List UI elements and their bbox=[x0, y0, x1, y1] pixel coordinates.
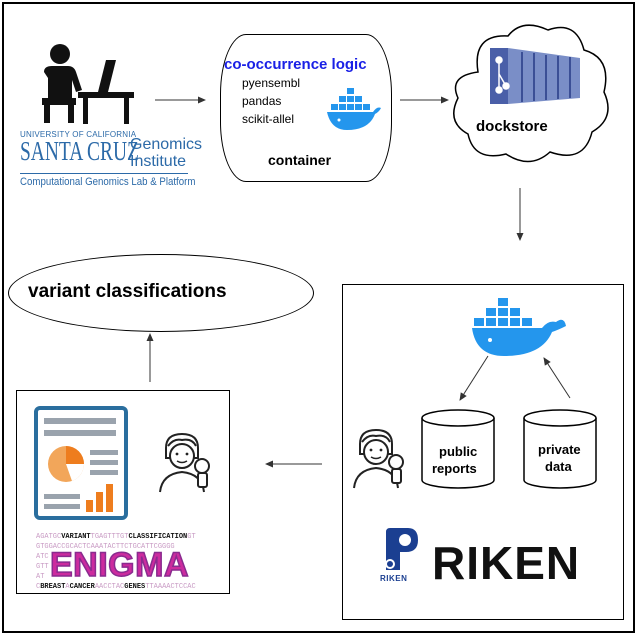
container-label: container bbox=[268, 152, 332, 168]
container-lib-3: scikit-allel bbox=[242, 112, 295, 126]
ucsc-logo: UNIVERSITY OF CALIFORNIA SANTA CRUZ Geno… bbox=[20, 130, 203, 192]
private-data-line-1: private bbox=[538, 442, 581, 457]
diagram-frame bbox=[2, 2, 635, 633]
container-lib-2: pandas bbox=[242, 94, 282, 108]
riken-small-text: RIKEN bbox=[380, 574, 408, 583]
private-data-line-2: data bbox=[545, 459, 572, 474]
container-box bbox=[220, 34, 392, 182]
container-lib-1: pyensembl bbox=[242, 76, 301, 90]
enigma-logo: AGATGCVARIANTTGAGTTTGTCLASSIFICATIONGT G… bbox=[36, 532, 212, 596]
dockstore-label: dockstore bbox=[476, 118, 548, 135]
enigma-seq-row-3: ATC bbox=[36, 553, 49, 561]
enigma-seq-row-1: AGATGCVARIANTTGAGTTTGTCLASSIFICATIONGT bbox=[36, 533, 196, 541]
classification-box bbox=[16, 390, 230, 594]
ucsc-genomics-text: Genomics bbox=[130, 136, 203, 153]
ucsc-divider bbox=[20, 173, 188, 174]
user-at-computer-icon bbox=[42, 44, 134, 124]
docker-whale-large-icon bbox=[472, 298, 566, 356]
private-data-cylinder bbox=[522, 408, 598, 490]
variant-classifications-label: variant classifications bbox=[28, 281, 227, 302]
ucsc-institute-text: Institute bbox=[130, 153, 187, 170]
enigma-seq-row-2: GTGGACCGCACTCAAATACTTCTGCATTCGGGG bbox=[36, 543, 175, 551]
variant-classifications-ellipse bbox=[8, 254, 314, 332]
public-reports-cylinder bbox=[420, 408, 496, 490]
enigma-title: ENIGMA bbox=[49, 545, 189, 585]
ucsc-university-text: UNIVERSITY OF CALIFORNIA bbox=[20, 130, 137, 139]
dockstore-logo-icon bbox=[490, 48, 580, 104]
riken-box bbox=[342, 284, 624, 620]
ucsc-lab-text: Computational Genomics Lab & Platform bbox=[20, 176, 196, 188]
public-reports-line-1: public bbox=[439, 444, 478, 459]
docker-whale-icon bbox=[327, 88, 381, 130]
riken-logo-text: RIKEN bbox=[432, 537, 581, 589]
analyst-magnifier-icon bbox=[353, 428, 404, 489]
container-title: co-occurrence logic bbox=[224, 56, 367, 73]
enigma-seq-row-6: CBREASTACANCERAACCTACGENESTTAAAACTCCAC bbox=[36, 583, 196, 591]
analyst-magnifier-icon-2 bbox=[159, 432, 210, 493]
report-document-icon bbox=[34, 406, 128, 520]
public-reports-line-2: reports bbox=[432, 461, 477, 476]
enigma-seq-row-5: AT bbox=[36, 573, 45, 581]
ucsc-santa-cruz-text: SANTA CRUZ bbox=[20, 136, 139, 166]
riken-emblem-icon bbox=[385, 528, 418, 570]
enigma-seq-row-4: GTT bbox=[36, 563, 49, 571]
